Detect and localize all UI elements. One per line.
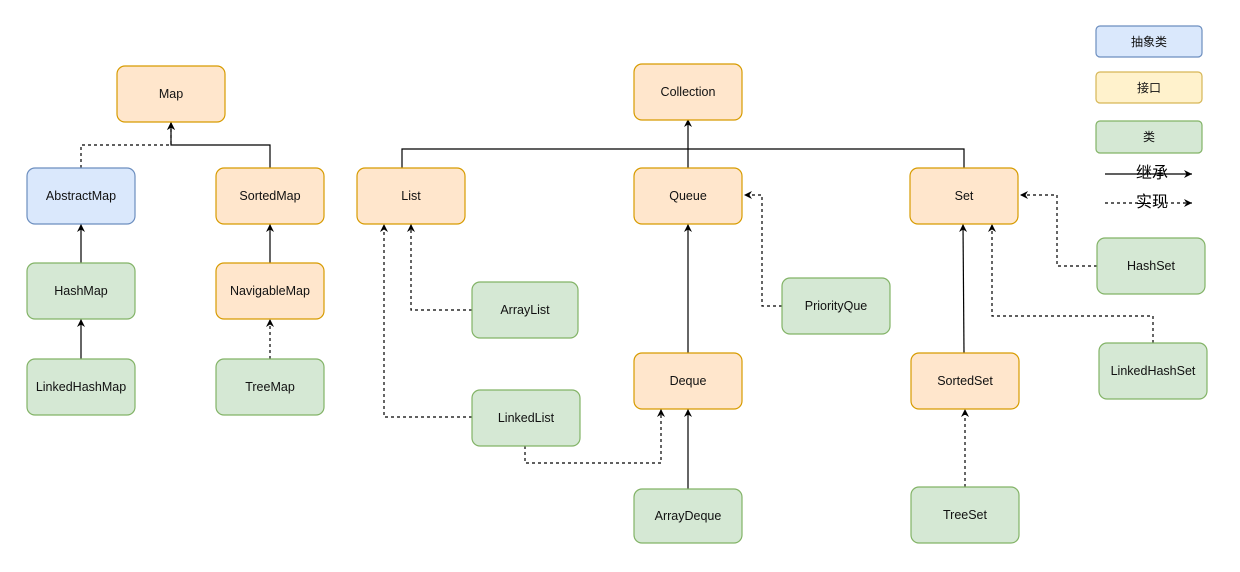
edge-priorityque-implements-queue bbox=[744, 191, 782, 307]
node-hashset[interactable]: HashSet bbox=[1096, 237, 1206, 295]
edge-hashset-implements-set bbox=[1020, 191, 1097, 267]
node-sortedmap[interactable]: SortedMap bbox=[215, 167, 325, 225]
node-sortedset[interactable]: SortedSet bbox=[910, 352, 1020, 410]
legend-class-label: 类 bbox=[1143, 130, 1155, 144]
legend-inherit-label: 继承 bbox=[1136, 164, 1168, 182]
edge-sortedset-extends-set bbox=[959, 223, 968, 354]
edge-set-extends-collection bbox=[688, 148, 965, 168]
node-deque[interactable]: Deque bbox=[633, 352, 743, 410]
legend-interface-label: 接口 bbox=[1137, 80, 1161, 95]
edge-list-extends-collection bbox=[401, 119, 692, 168]
node-map-label: Map bbox=[159, 87, 183, 101]
legend-implement: 实现 bbox=[1105, 193, 1192, 211]
node-queue[interactable]: Queue bbox=[633, 167, 743, 225]
edges-collection-family bbox=[380, 119, 1154, 489]
node-linkedhashset[interactable]: LinkedHashSet bbox=[1098, 342, 1208, 400]
node-priorityque-label: PriorityQue bbox=[805, 299, 868, 313]
legend-implement-label: 实现 bbox=[1136, 193, 1168, 211]
edge-sortedmap-extends-map bbox=[167, 122, 271, 168]
node-deque-label: Deque bbox=[670, 374, 707, 388]
edge-linkedhashset-implements-set bbox=[988, 224, 1154, 343]
node-linkedlist[interactable]: LinkedList bbox=[471, 389, 581, 447]
node-list-label: List bbox=[401, 189, 421, 203]
edge-arraylist-implements-list bbox=[407, 224, 472, 311]
legend-abstract-class-label: 抽象类 bbox=[1131, 35, 1167, 49]
node-sortedset-label: SortedSet bbox=[937, 374, 993, 388]
node-set-label: Set bbox=[955, 189, 974, 203]
node-linkedhashmap[interactable]: LinkedHashMap bbox=[26, 358, 136, 416]
node-set[interactable]: Set bbox=[909, 167, 1019, 225]
node-abstractmap-label: AbstractMap bbox=[46, 189, 116, 203]
node-abstractmap[interactable]: AbstractMap bbox=[26, 167, 136, 225]
edge-abstractmap-implements-map bbox=[80, 122, 175, 168]
node-linkedlist-label: LinkedList bbox=[498, 411, 555, 425]
node-hashset-label: HashSet bbox=[1127, 259, 1175, 273]
node-priorityque[interactable]: PriorityQue bbox=[781, 277, 891, 335]
node-treeset[interactable]: TreeSet bbox=[910, 486, 1020, 544]
node-navigablemap[interactable]: NavigableMap bbox=[215, 262, 325, 320]
node-arraydeque-label: ArrayDeque bbox=[655, 509, 722, 523]
node-linkedhashmap-label: LinkedHashMap bbox=[36, 380, 126, 394]
node-treeset-label: TreeSet bbox=[943, 508, 988, 522]
legend-abstract-class: 抽象类 bbox=[1095, 25, 1203, 58]
edge-linkedlist-implements-list bbox=[380, 224, 472, 418]
node-treemap-label: TreeMap bbox=[245, 380, 295, 394]
node-collection[interactable]: Collection bbox=[633, 63, 743, 121]
node-sortedmap-label: SortedMap bbox=[239, 189, 300, 203]
node-queue-label: Queue bbox=[669, 189, 707, 203]
node-arraylist[interactable]: ArrayList bbox=[471, 281, 579, 339]
node-linkedhashset-label: LinkedHashSet bbox=[1111, 364, 1196, 378]
node-map[interactable]: Map bbox=[116, 65, 226, 123]
edge-linkedlist-implements-deque bbox=[524, 409, 665, 464]
node-list[interactable]: List bbox=[356, 167, 466, 225]
node-collection-label: Collection bbox=[661, 85, 716, 99]
edges-map-family bbox=[77, 122, 274, 359]
node-arraydeque[interactable]: ArrayDeque bbox=[633, 488, 743, 544]
legend-class: 类 bbox=[1095, 120, 1203, 154]
legend-interface: 接口 bbox=[1095, 71, 1203, 104]
node-navigablemap-label: NavigableMap bbox=[230, 284, 310, 298]
node-arraylist-label: ArrayList bbox=[500, 303, 550, 317]
legend-inherit: 继承 bbox=[1105, 164, 1192, 182]
legend: 抽象类 接口 类 继承 实现 bbox=[1095, 25, 1203, 211]
node-hashmap-label: HashMap bbox=[54, 284, 108, 298]
node-treemap[interactable]: TreeMap bbox=[215, 358, 325, 416]
node-hashmap[interactable]: HashMap bbox=[26, 262, 136, 320]
